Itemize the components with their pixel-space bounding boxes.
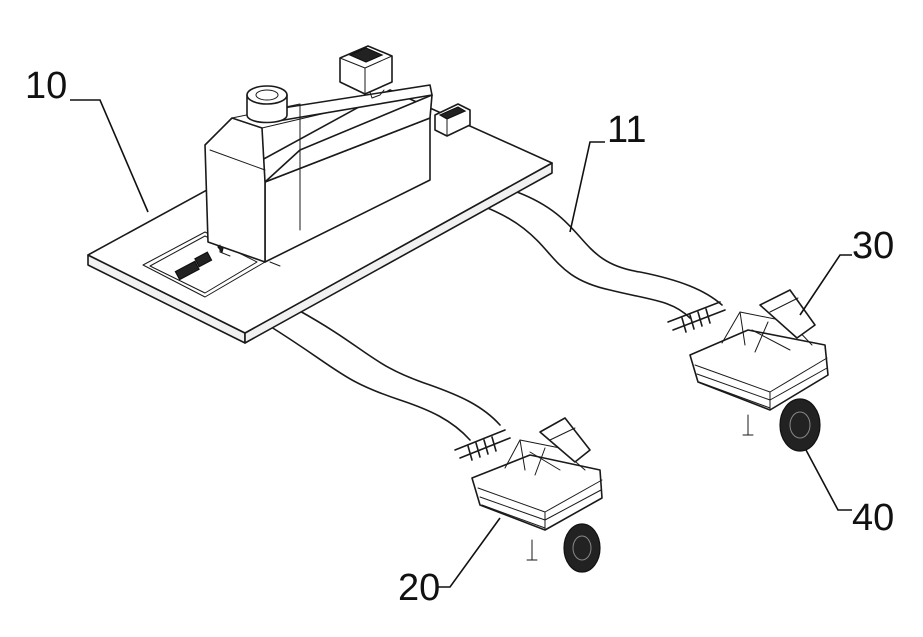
label-40: 40: [852, 497, 894, 539]
leader-11: [570, 142, 605, 232]
chimney: [247, 86, 287, 123]
leader-40: [806, 450, 852, 510]
hose-right: [480, 192, 722, 318]
label-10: 10: [25, 65, 67, 107]
robot-back: [668, 290, 828, 451]
label-30: 30: [852, 225, 894, 267]
leader-30: [800, 255, 852, 315]
hose-left: [268, 310, 500, 440]
label-20: 20: [398, 567, 440, 609]
label-11: 11: [607, 109, 646, 151]
leader-10: [70, 100, 148, 212]
top-box: [340, 46, 392, 98]
leader-20: [438, 518, 500, 587]
